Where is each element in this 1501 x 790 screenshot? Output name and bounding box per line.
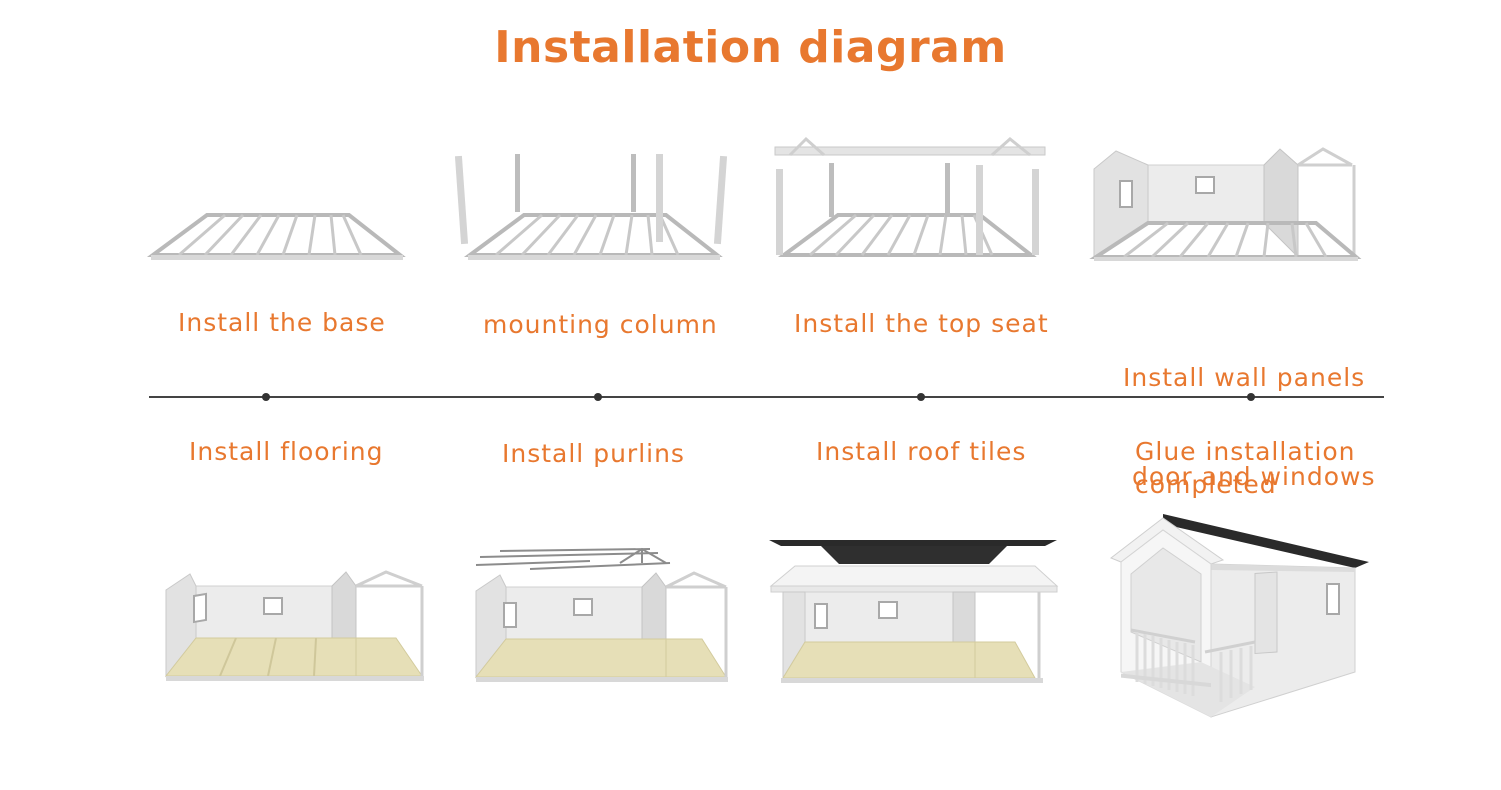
timeline-line xyxy=(149,396,1384,398)
illustration-flooring xyxy=(164,570,424,681)
step-label-install-roof-tiles: Install roof tiles xyxy=(816,437,1027,466)
step-label-install-top-seat: Install the top seat xyxy=(794,309,1049,338)
timeline-dot xyxy=(917,393,925,401)
illustration-wall-panels xyxy=(1089,147,1362,261)
step-label-install-purlins: Install purlins xyxy=(502,439,685,468)
illustration-columns xyxy=(455,154,728,260)
timeline-dot xyxy=(1247,393,1255,401)
step-label-install-wall-panels: Install wall panels door and windows xyxy=(1123,363,1376,491)
illustration-purlins xyxy=(474,547,728,682)
illustration-base xyxy=(146,213,406,260)
step-label-glue-installation: Glue installation completed xyxy=(1135,437,1356,499)
step-label-mounting-column: mounting column xyxy=(483,310,718,339)
step-label-install-flooring: Install flooring xyxy=(189,437,384,466)
illustration-roof-tiles xyxy=(769,540,1059,683)
illustration-completed-house xyxy=(1109,514,1369,718)
timeline-dot xyxy=(594,393,602,401)
step-label-install-base: Install the base xyxy=(178,308,386,337)
page-title: Installation diagram xyxy=(494,22,1007,73)
timeline-dot xyxy=(262,393,270,401)
illustration-top-seat xyxy=(774,136,1046,257)
